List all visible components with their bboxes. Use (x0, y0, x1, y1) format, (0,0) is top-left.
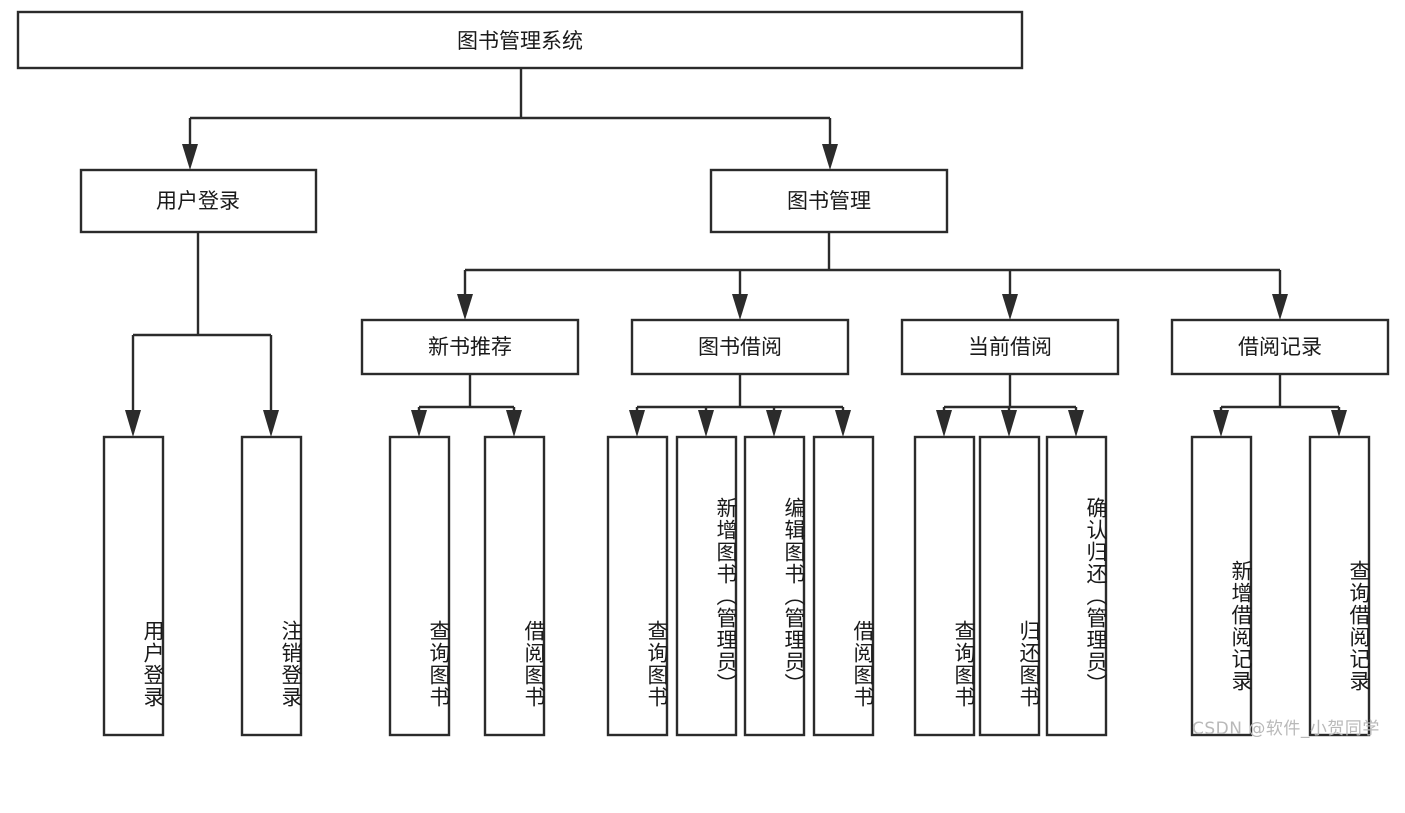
arrow-head-icon (629, 410, 645, 437)
leaf-box-add-book[interactable] (675, 435, 738, 737)
arrow-head-icon (1331, 410, 1347, 437)
arrow-head-icon (411, 410, 427, 437)
arrow-head-icon (182, 144, 198, 170)
arrow-head-icon (766, 410, 782, 437)
node-user-login-label: 用户登录 (156, 189, 240, 213)
node-book-borrow-label: 图书借阅 (698, 335, 782, 359)
arrow-head-icon (698, 410, 714, 437)
leaf-box-logout-login[interactable] (240, 435, 303, 737)
node-book-manage-label: 图书管理 (787, 189, 871, 213)
arrow-head-icon (1001, 410, 1017, 437)
leaf-box-confirm-return[interactable] (1045, 435, 1108, 737)
leaf-box-query-book-1[interactable] (388, 435, 451, 737)
arrow-head-icon (732, 294, 748, 320)
node-root-box[interactable] (16, 10, 1024, 70)
diagram-root: 图书管理系统 用户登录 图书管理 新书推荐 图书借阅 当前借阅 借阅记录 (16, 10, 1390, 739)
connector-root-to-level1 (182, 68, 838, 170)
arrow-head-icon (125, 410, 141, 437)
node-root[interactable]: 图书管理系统 (16, 10, 1024, 70)
arrow-head-icon (822, 144, 838, 170)
arrow-head-icon (457, 294, 473, 320)
connector-userlogin-to-leaves (125, 232, 279, 437)
arrow-head-icon (1002, 294, 1018, 320)
node-user-login-box[interactable] (79, 168, 318, 234)
connector-bookborrow-to-leaves (629, 374, 851, 437)
leaf-box-query-book-2[interactable] (606, 435, 669, 737)
node-new-book-recommend[interactable]: 新书推荐 (360, 318, 580, 376)
connector-currentborrow-to-leaves (936, 374, 1084, 437)
arrow-head-icon (835, 410, 851, 437)
node-new-book-recommend-box[interactable] (360, 318, 580, 376)
node-borrow-record-label: 借阅记录 (1238, 335, 1322, 359)
node-current-borrow-label: 当前借阅 (968, 335, 1052, 359)
node-book-borrow-box[interactable] (630, 318, 850, 376)
node-book-manage-box[interactable] (709, 168, 949, 234)
arrow-head-icon (1272, 294, 1288, 320)
connector-newbook-to-leaves (411, 374, 522, 437)
arrow-head-icon (936, 410, 952, 437)
node-book-borrow[interactable]: 图书借阅 (630, 318, 850, 376)
connector-bookmanage-to-level2 (457, 232, 1288, 320)
tree-diagram-canvas: 图书管理系统 用户登录 图书管理 新书推荐 图书借阅 当前借阅 借阅记录 (16, 10, 1390, 737)
leaf-box-edit-book[interactable] (743, 435, 806, 737)
arrow-head-icon (506, 410, 522, 437)
leaf-box-user-login[interactable] (102, 435, 165, 737)
node-root-label: 图书管理系统 (457, 29, 583, 53)
node-borrow-record[interactable]: 借阅记录 (1170, 318, 1390, 376)
arrow-head-icon (263, 410, 279, 437)
node-book-manage[interactable]: 图书管理 (709, 168, 949, 234)
leaf-box-borrow-book-1[interactable] (483, 435, 546, 737)
leaf-box-add-record[interactable] (1190, 435, 1253, 737)
connector-borrowrecord-to-leaves (1213, 374, 1347, 437)
leaf-box-query-record[interactable] (1308, 435, 1371, 737)
leaf-box-return-book[interactable] (978, 435, 1041, 737)
leaf-box-borrow-book-2[interactable] (812, 435, 875, 737)
node-user-login[interactable]: 用户登录 (79, 168, 318, 234)
node-borrow-record-box[interactable] (1170, 318, 1390, 376)
arrow-head-icon (1213, 410, 1229, 437)
leaf-box-query-book-3[interactable] (913, 435, 976, 737)
node-new-book-recommend-label: 新书推荐 (428, 335, 512, 359)
node-current-borrow-box[interactable] (900, 318, 1120, 376)
watermark-text: CSDN @软件_小贺同学 (1192, 719, 1380, 739)
arrow-head-icon (1068, 410, 1084, 437)
node-current-borrow[interactable]: 当前借阅 (900, 318, 1120, 376)
